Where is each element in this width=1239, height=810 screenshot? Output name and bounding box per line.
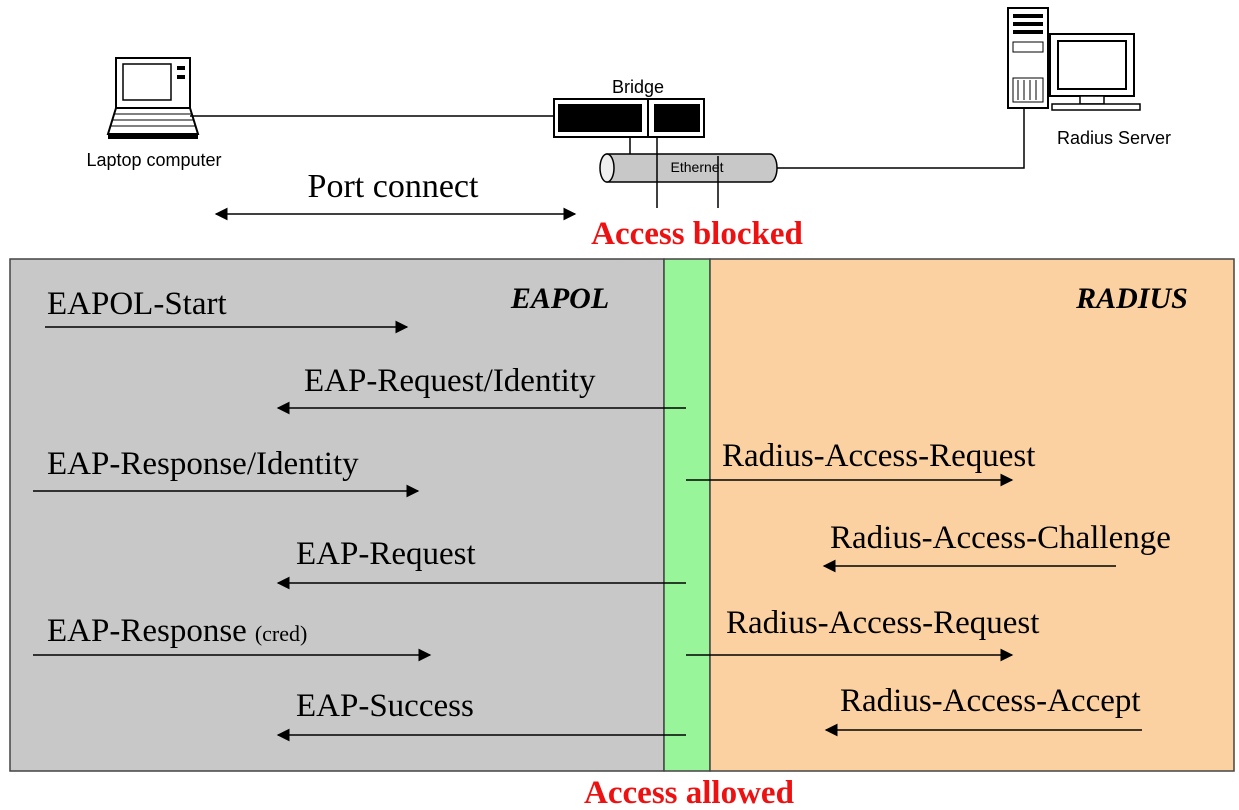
eapol-message-2: EAP-Request/Identity	[276, 363, 686, 415]
eapol-message-1: EAPOL-Start	[45, 286, 409, 334]
message-label-main: EAP-Response	[47, 613, 247, 649]
eapol-message-3: EAP-Response/Identity	[33, 446, 420, 498]
eapol-panel	[9, 258, 665, 772]
access-blocked-label: Access blocked	[591, 216, 803, 252]
ethernet-cylinder-icon	[599, 137, 778, 208]
message-label: Radius-Access-Accept	[840, 683, 1141, 719]
radius-panel-title: RADIUS	[1075, 282, 1188, 315]
message-label: EAP-Response/Identity	[47, 446, 359, 482]
message-label: EAP-Success	[296, 688, 474, 724]
bridge-icon	[553, 98, 705, 138]
message-label: Radius-Access-Request	[726, 605, 1039, 641]
laptop-icon	[106, 57, 200, 139]
eapol-panel-title: EAPOL	[510, 282, 609, 315]
bridge-strip	[663, 258, 711, 772]
ethernet-label: Ethernet	[671, 159, 724, 175]
bridge-label: Bridge	[612, 77, 664, 97]
message-label: EAP-Request/Identity	[304, 363, 596, 399]
eapol-message-5: EAP-Response (cred)	[33, 613, 432, 662]
eapol-message-6: EAP-Success	[276, 688, 686, 742]
radius-panel	[709, 258, 1235, 772]
laptop-label: Laptop computer	[86, 150, 221, 170]
radius-message-4: Radius-Access-Accept	[824, 683, 1142, 737]
radius-server-label: Radius Server	[1057, 128, 1171, 148]
radius-server-icon	[1007, 7, 1141, 111]
radius-message-3: Radius-Access-Request	[686, 605, 1039, 662]
ethernet-server-cable	[777, 104, 1025, 169]
port-connect-label: Port connect	[308, 168, 479, 205]
radius-message-2: Radius-Access-Challenge	[822, 520, 1171, 573]
message-label: Radius-Access-Challenge	[830, 520, 1171, 556]
message-label: EAPOL-Start	[47, 286, 227, 322]
message-label: EAP-Response (cred)	[47, 613, 307, 649]
radius-message-1: Radius-Access-Request	[686, 438, 1035, 487]
access-allowed-label: Access allowed	[584, 775, 794, 810]
eapol-message-4: EAP-Request	[276, 536, 686, 590]
message-label: EAP-Request	[296, 536, 476, 572]
message-label-suffix: (cred)	[255, 621, 308, 646]
message-label: Radius-Access-Request	[722, 438, 1035, 474]
